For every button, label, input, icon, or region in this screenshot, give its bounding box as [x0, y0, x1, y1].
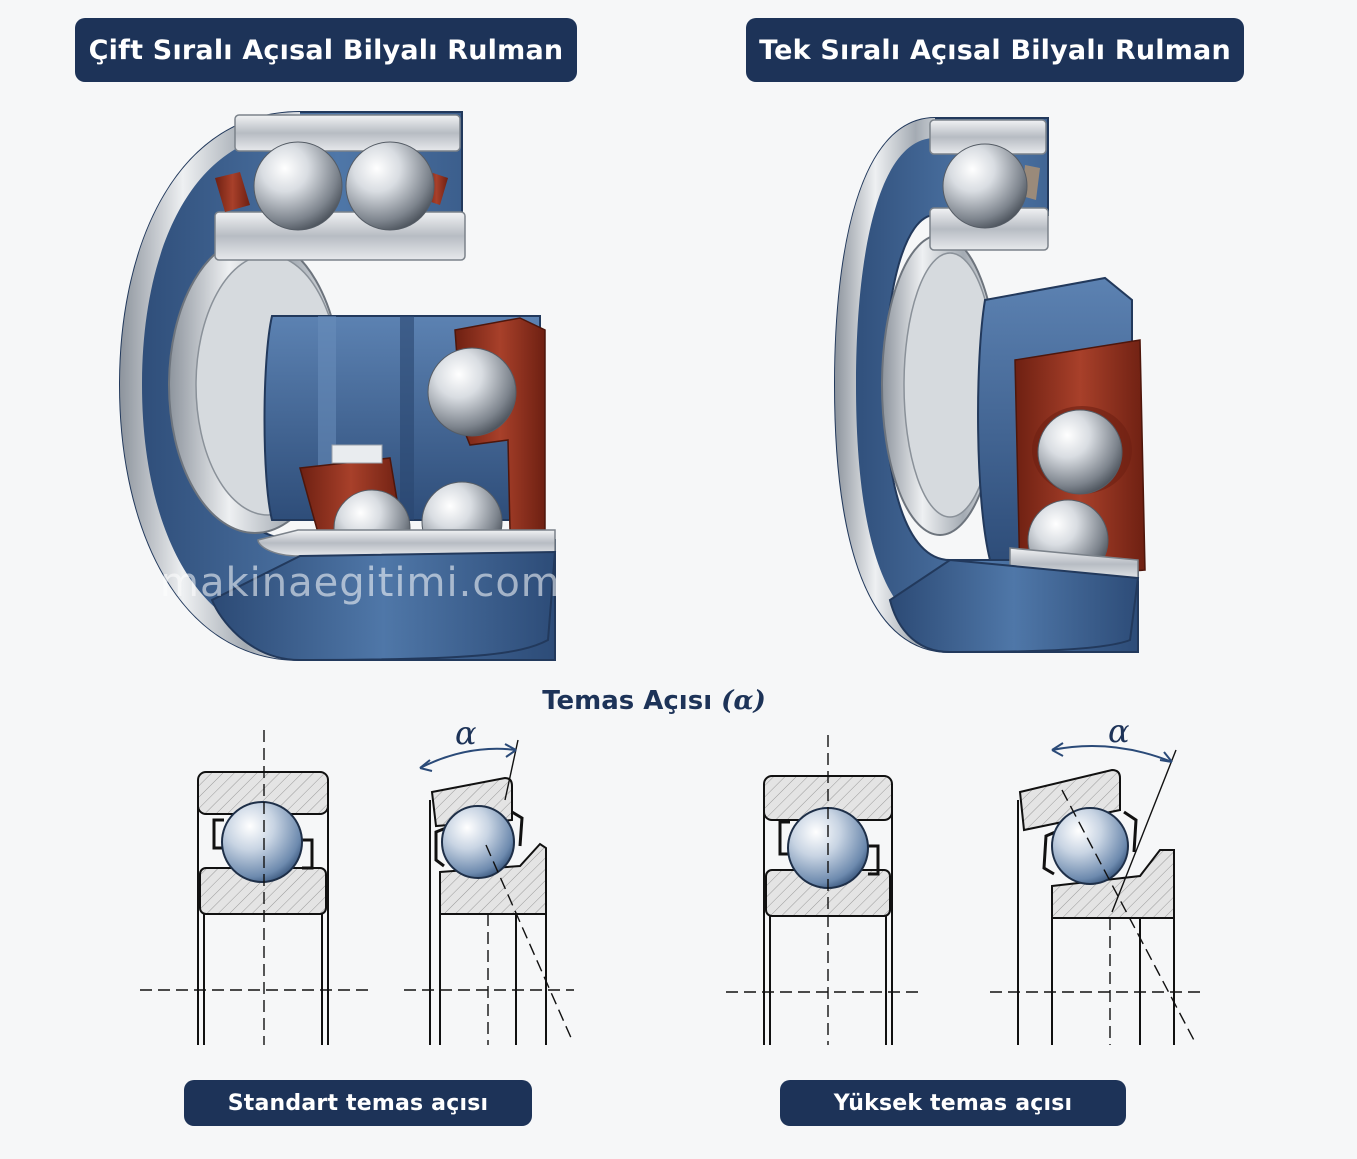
- single-row-bearing-illustration: [833, 117, 1146, 654]
- diagram-standard-radial: [140, 730, 370, 1045]
- alpha-label-standard: α: [455, 714, 477, 752]
- title-double-row-bearing: Çift Sıralı Açısal Bilyalı Rulman: [75, 18, 577, 82]
- contact-angle-heading: Temas Açısı (α): [420, 686, 888, 716]
- caption-standard-contact-angle: Standart temas açısı: [184, 1080, 532, 1126]
- contact-angle-title: Temas Açısı: [542, 686, 713, 716]
- diagram-high-angular: [990, 742, 1206, 1045]
- diagram-standard-angular: [404, 739, 574, 1045]
- title-single-row-bearing: Tek Sıralı Açısal Bilyalı Rulman: [746, 18, 1244, 82]
- diagram-high-radial: [726, 735, 922, 1045]
- double-row-bearing-illustration: [118, 111, 557, 662]
- watermark-text: makinaegitimi.com: [160, 560, 561, 606]
- alpha-label-high: α: [1108, 712, 1130, 750]
- caption-high-contact-angle: Yüksek temas açısı: [780, 1080, 1126, 1126]
- contact-angle-symbol: (α): [721, 686, 766, 716]
